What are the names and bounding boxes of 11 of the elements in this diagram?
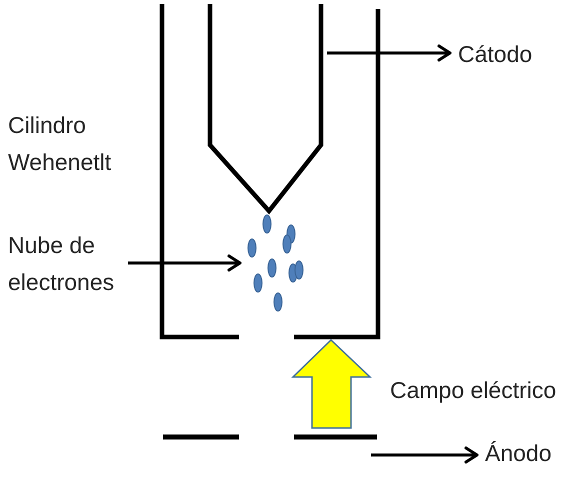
cylinder-label: Cilindro Wehenetlt xyxy=(8,110,112,176)
arrow xyxy=(371,446,478,464)
arrow xyxy=(128,254,242,272)
electron-cloud-label: Nube de electrones xyxy=(8,226,122,300)
cathode-label: Cátodo xyxy=(458,36,532,72)
cathode-drawing xyxy=(208,4,324,214)
electron-cloud-drawing xyxy=(248,214,304,312)
anode-label: Ánodo xyxy=(485,434,552,472)
field-label: Campo eléctrico xyxy=(390,376,556,405)
arrow xyxy=(327,44,452,62)
anode-plate xyxy=(163,434,377,440)
